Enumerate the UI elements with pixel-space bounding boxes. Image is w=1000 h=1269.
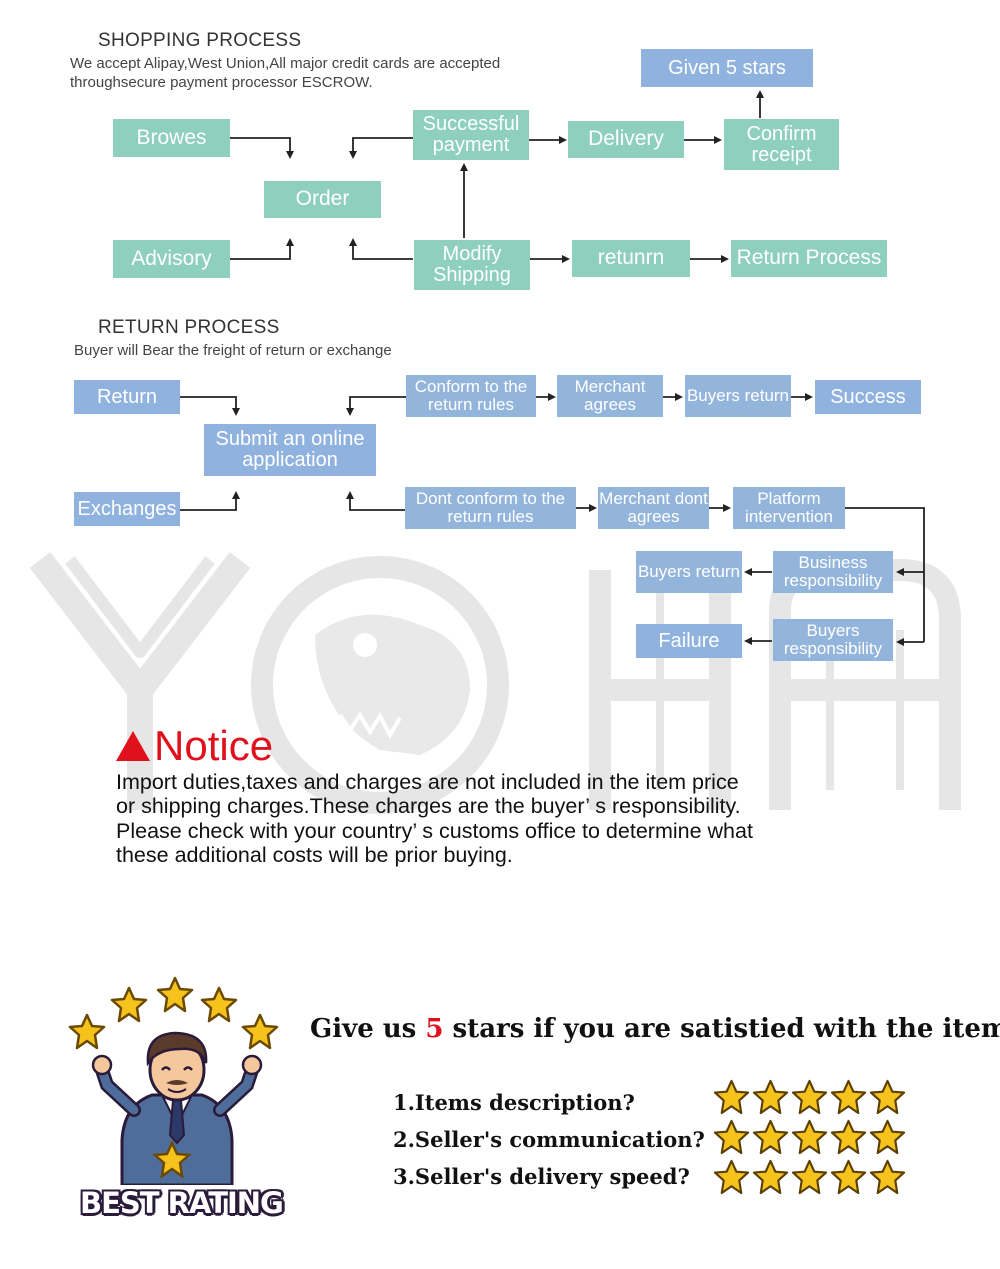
rating-stars-1[interactable]: [712, 1078, 907, 1115]
node-browes: Browes: [113, 119, 230, 157]
star-icon: [68, 1013, 106, 1050]
rating-star-icon[interactable]: [712, 1078, 751, 1115]
best-rating-mascot-icon: [68, 976, 279, 1185]
node-submit-online-application: Submit an online application: [204, 424, 376, 476]
node-conform-return-rules: Conform to the return rules: [406, 375, 536, 417]
connector-platform-right: [845, 507, 925, 642]
rating-star-icon[interactable]: [790, 1158, 829, 1195]
node-return: Return: [74, 380, 180, 414]
node-return-process: Return Process: [731, 240, 887, 277]
notice-line: Please check with your country’ s custom…: [116, 818, 753, 843]
arrow-payment-order: [349, 137, 413, 159]
node-buyers-responsibility: Buyers responsibility: [773, 619, 893, 661]
rating-head-number: 5: [425, 1014, 444, 1044]
node-confirm-receipt: Confirm receipt: [724, 119, 839, 170]
node-successful-payment: Successful payment: [413, 110, 529, 160]
arrow-advisory-order: [230, 238, 294, 260]
node-failure: Failure: [636, 624, 742, 658]
rating-star-icon[interactable]: [751, 1078, 790, 1115]
rating-star-icon[interactable]: [790, 1118, 829, 1155]
rating-question-1: 1.Items description?: [393, 1090, 635, 1115]
rating-head-prefix: Give us: [310, 1014, 417, 1044]
node-buyers-return-bottom: Buyers return: [636, 551, 742, 593]
arrow-return-submit: [180, 396, 240, 416]
arrow-dontconform-submit: [346, 491, 406, 511]
node-modify-shipping: Modify Shipping: [414, 240, 530, 290]
best-rating-badge: BEST RATING: [80, 1186, 284, 1220]
return-process-title: RETURN PROCESS: [98, 317, 280, 338]
arrow-conform-submit: [346, 396, 406, 416]
star-icon: [241, 1013, 279, 1050]
notice-line: or shipping charges.These charges are th…: [116, 794, 741, 819]
shopping-subtitle-line: throughsecure payment processor ESCROW.: [70, 73, 373, 91]
rating-star-icon[interactable]: [790, 1078, 829, 1115]
node-dont-conform-return-rules: Dont conform to the return rules: [405, 487, 576, 529]
star-icon: [200, 986, 238, 1023]
rating-star-icon[interactable]: [868, 1158, 907, 1195]
rating-star-icon[interactable]: [868, 1078, 907, 1115]
notice-line: these additional costs will be prior buy…: [116, 842, 513, 867]
star-icon: [156, 976, 194, 1013]
rating-star-icon[interactable]: [829, 1078, 868, 1115]
node-exchanges: Exchanges: [74, 492, 180, 526]
rating-star-icon[interactable]: [829, 1158, 868, 1195]
rating-star-icon[interactable]: [868, 1118, 907, 1155]
node-platform-intervention: Platform intervention: [733, 487, 845, 529]
node-order: Order: [264, 181, 381, 218]
rating-stars-2[interactable]: [712, 1118, 907, 1155]
rating-star-icon[interactable]: [712, 1118, 751, 1155]
dinosaur-emblem-icon: [251, 556, 509, 814]
return-process-subtitle: Buyer will Bear the freight of return or…: [74, 342, 392, 359]
arrow-browes-order: [230, 137, 294, 159]
arrow-exchanges-submit: [180, 491, 240, 511]
node-success: Success: [815, 380, 921, 414]
rating-headline: Give us 5 stars if you are satistied wit…: [310, 1014, 1000, 1044]
node-given-5-stars: Given 5 stars: [641, 49, 813, 87]
rating-stars-3[interactable]: [712, 1158, 907, 1195]
star-icon: [110, 986, 148, 1023]
rating-question-3: 3.Seller's delivery speed?: [393, 1164, 690, 1189]
node-advisory: Advisory: [113, 240, 230, 278]
flow-connectors: [180, 90, 925, 646]
node-retunrn: retunrn: [572, 240, 690, 277]
node-delivery: Delivery: [568, 121, 684, 158]
notice-body: Import duties,taxes and charges are not …: [116, 770, 876, 867]
node-buyers-return: Buyers return: [685, 375, 791, 417]
warning-triangle-icon: [116, 731, 150, 761]
arrow-modify-order: [349, 238, 413, 260]
rating-question-2: 2.Seller's communication?: [393, 1127, 705, 1152]
shopping-process-subtitle: We accept Alipay,West Union,All major cr…: [70, 55, 500, 93]
notice-title-text: Notice: [154, 722, 274, 769]
rating-star-icon[interactable]: [712, 1158, 751, 1195]
node-business-responsibility: Business responsibility: [773, 551, 893, 593]
notice-line: Import duties,taxes and charges are not …: [116, 770, 739, 794]
shopping-process-title: SHOPPING PROCESS: [98, 30, 302, 51]
rating-star-icon[interactable]: [829, 1118, 868, 1155]
rating-head-suffix: stars if you are satistied with the item: [452, 1014, 1000, 1044]
shopping-subtitle-line: We accept Alipay,West Union,All major cr…: [70, 55, 501, 72]
rating-star-icon[interactable]: [751, 1118, 790, 1155]
rating-star-icon[interactable]: [751, 1158, 790, 1195]
node-merchant-dont-agrees: Merchant dont agrees: [598, 487, 709, 529]
node-merchant-agrees: Merchant agrees: [557, 375, 663, 417]
notice-title: Notice: [116, 722, 273, 770]
